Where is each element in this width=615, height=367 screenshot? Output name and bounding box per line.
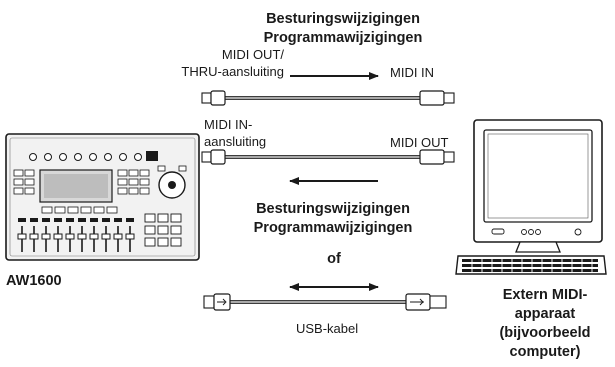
aw1600-mixer-illustration [5, 133, 200, 261]
usb-cable [203, 293, 447, 311]
top-right-port-label: MIDI IN [390, 65, 435, 80]
aw1600-label: AW1600 [6, 273, 62, 289]
external-midi-computer-illustration [455, 119, 607, 275]
external-midi-device-label: Extern MIDI- apparaat (bijvoorbeeld comp… [499, 287, 591, 360]
midi-cable-middle [201, 149, 455, 165]
usb-cable-label: USB-kabel [296, 321, 359, 336]
top-message-types: Besturingswijzigingen Programmawijziging… [263, 11, 423, 46]
middle-right-port-label: MIDI OUT [390, 135, 449, 150]
top-left-port-label: MIDI OUT/ THRU-aansluiting [181, 47, 284, 79]
middle-left-port-label: MIDI IN- aansluiting [204, 117, 267, 149]
middle-message-types: Besturingswijzigingen Programmawijziging… [253, 201, 413, 236]
midi-cable-top [201, 90, 455, 106]
or-text: of [327, 251, 341, 267]
